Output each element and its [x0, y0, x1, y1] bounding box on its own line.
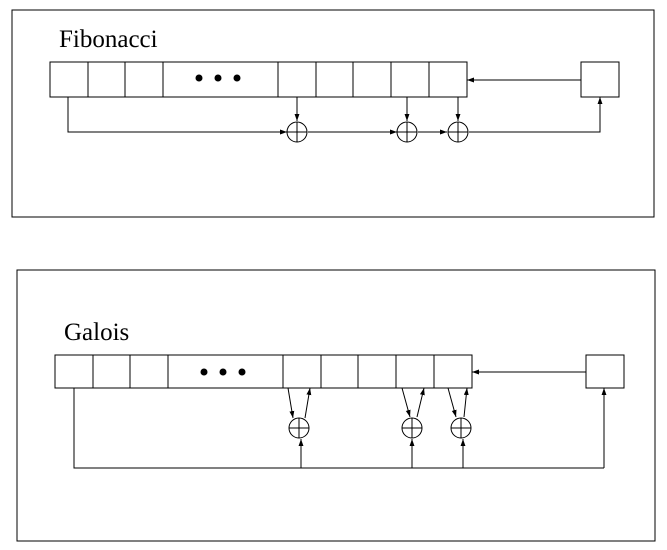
fibonacci-title: Fibonacci	[59, 26, 158, 53]
register-cell	[352, 61, 392, 98]
register-ellipsis-cell	[162, 61, 279, 98]
three-dots-icon	[195, 74, 241, 82]
return-arrow	[416, 387, 425, 418]
register-cell	[277, 61, 317, 98]
register-cell	[428, 61, 468, 98]
register-cell	[433, 354, 473, 389]
xor-gate-icon	[401, 417, 423, 439]
return-arrow	[463, 387, 469, 418]
register-cell	[320, 354, 359, 389]
output-wire	[469, 97, 603, 133]
xor-gate-icon	[447, 121, 469, 143]
tap-arrow	[447, 387, 457, 418]
output-cell	[580, 61, 620, 98]
xor-gate-icon	[450, 417, 472, 439]
tap-arrow	[401, 387, 411, 418]
fibonacci-register	[49, 61, 468, 98]
register-cell	[49, 61, 89, 98]
feedback-bus	[73, 388, 604, 469]
galois-title: Galois	[64, 319, 129, 346]
tap-arrow	[287, 387, 295, 419]
fibonacci-panel: Fibonacci	[11, 9, 655, 218]
register-cell	[315, 61, 354, 98]
register-cell	[390, 61, 430, 98]
fibonacci-frame	[11, 9, 655, 218]
return-arrow	[304, 387, 312, 419]
output-cell	[585, 354, 625, 389]
xor-gate-icon	[286, 121, 308, 143]
register-cell	[395, 354, 435, 389]
register-cell	[54, 354, 94, 389]
galois-panel: Galois	[16, 269, 656, 542]
three-dots-icon	[200, 368, 246, 376]
register-cell	[282, 354, 322, 389]
input-wire	[67, 97, 287, 135]
xor-gate-icon	[396, 121, 418, 143]
register-cell	[87, 61, 126, 98]
galois-register	[54, 354, 473, 389]
xor-gate-icon	[288, 417, 310, 439]
register-cell	[129, 354, 169, 389]
register-cell	[357, 354, 397, 389]
galois-frame	[16, 269, 656, 542]
register-cell	[124, 61, 164, 98]
register-cell	[92, 354, 131, 389]
